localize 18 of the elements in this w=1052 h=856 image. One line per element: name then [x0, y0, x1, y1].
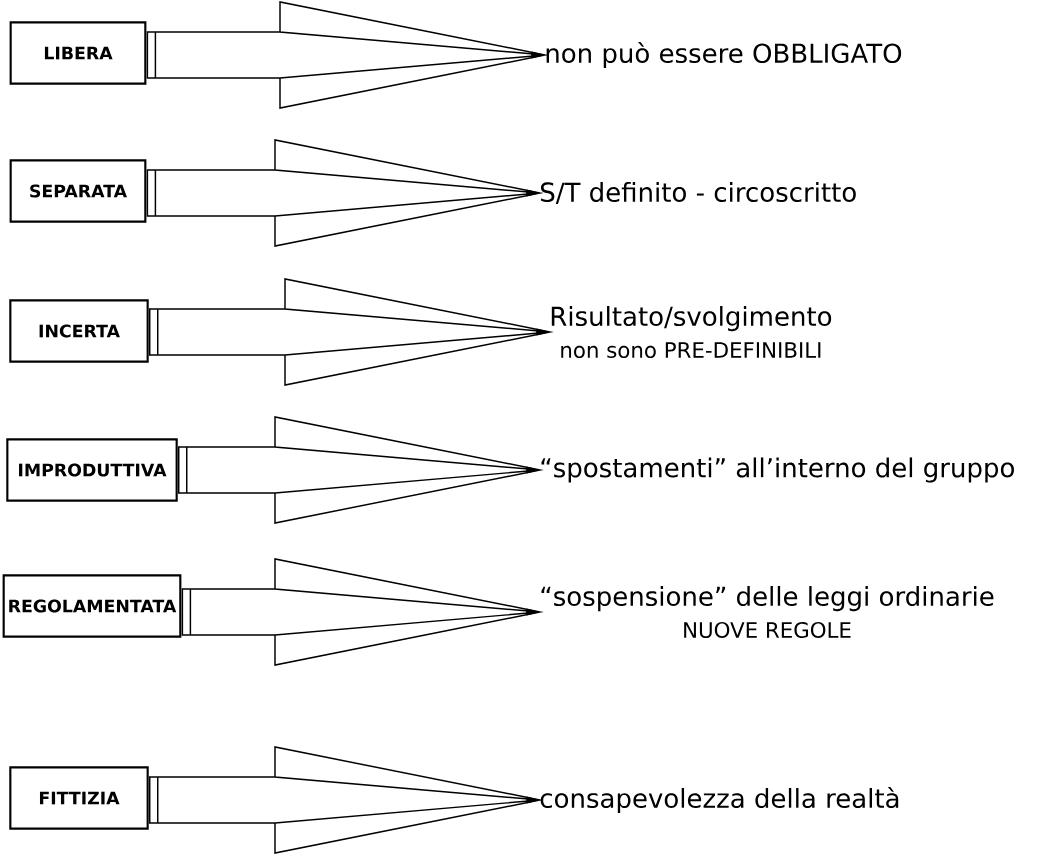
label-box: LIBERA: [9, 21, 147, 85]
block-arrow: [149, 746, 544, 854]
label-box: SEPARATA: [9, 159, 147, 223]
description-text: “spostamenti” all’interno del gruppo: [541, 457, 1014, 483]
description-text: S/T definito - circoscritto: [541, 181, 856, 205]
label-box: FITTIZIA: [9, 766, 149, 830]
description-text: “sospensione” delle leggi ordinarie NUOVE REGOLE: [541, 586, 994, 639]
block-arrow: [146, 1, 549, 109]
block-arrow: [178, 416, 544, 524]
label-box: IMPRODUTTIVA: [6, 438, 178, 502]
description-text: consapevolezza della realtà: [540, 786, 899, 814]
block-arrow: [149, 278, 554, 386]
block-arrow: [146, 139, 544, 247]
block-arrow: [181, 558, 544, 666]
label-box: INCERTA: [9, 299, 149, 363]
label-box: REGOLAMENTATA: [2, 574, 182, 638]
description-text: Risultato/svolgimento non sono PRE-DEFINIBILI: [551, 306, 832, 358]
description-text: non può essere OBBLIGATO: [546, 41, 902, 69]
